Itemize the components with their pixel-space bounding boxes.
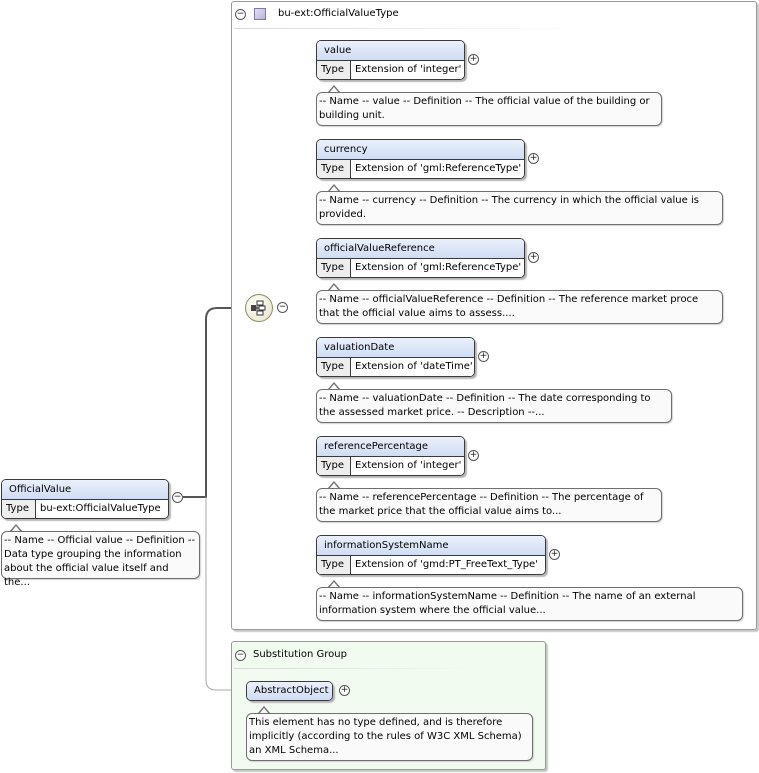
type-label: Type <box>317 457 351 475</box>
element-name: valuationDate <box>317 338 474 357</box>
element-name: informationSystemName <box>317 536 545 555</box>
type-label: Type <box>317 556 351 574</box>
title-rule <box>234 28 594 29</box>
root-element[interactable]: OfficialValue Type bu-ext:OfficialValueT… <box>1 479 169 519</box>
complex-type-title: bu-ext:OfficialValueType <box>278 8 399 19</box>
plus-circle-icon[interactable]: + <box>528 153 539 164</box>
complex-type-icon <box>254 8 266 20</box>
documentation-box: -- Name -- currency -- Definition -- The… <box>316 191 723 225</box>
type-label: Type <box>317 358 351 376</box>
type-label: Type <box>317 259 351 277</box>
type-value: Extension of 'integer' <box>355 64 462 75</box>
minus-circle-icon[interactable]: − <box>277 302 288 313</box>
element-name: value <box>317 41 464 60</box>
documentation-box: -- Name -- Official value -- Definition … <box>1 531 200 588</box>
documentation-box: -- Name -- referencePercentage -- Defini… <box>316 488 662 522</box>
type-value: Extension of 'dateTime' <box>355 361 473 372</box>
sequence-compositor-icon[interactable] <box>245 294 273 322</box>
type-label: Type <box>317 160 351 178</box>
type-value: Extension of 'gml:ReferenceType' <box>355 262 522 273</box>
documentation-box: -- Name -- value -- Definition -- The of… <box>316 92 662 126</box>
substitution-group-title: Substitution Group <box>253 649 347 660</box>
documentation-box: -- Name -- officialValueReference -- Def… <box>316 290 723 324</box>
substitution-connector <box>205 497 246 691</box>
type-label: Type <box>2 500 36 518</box>
minus-circle-icon[interactable]: − <box>235 650 246 661</box>
plus-circle-icon[interactable]: + <box>339 685 350 696</box>
type-value: bu-ext:OfficialValueType <box>40 503 161 514</box>
documentation-box: -- Name -- valuationDate -- Definition -… <box>316 389 672 423</box>
element-name: OfficialValue <box>2 480 168 499</box>
type-label: Type <box>317 61 351 79</box>
type-value: Extension of 'integer' <box>355 460 462 471</box>
title-rule <box>234 668 474 669</box>
type-value: Extension of 'gml:ReferenceType' <box>355 163 522 174</box>
plus-circle-icon[interactable]: + <box>549 549 560 560</box>
abstract-object-element[interactable]: AbstractObject <box>246 681 333 701</box>
plus-circle-icon[interactable]: + <box>468 54 479 65</box>
plus-circle-icon[interactable]: + <box>468 450 479 461</box>
element-name: AbstractObject <box>247 682 332 700</box>
element-name: officialValueReference <box>317 239 524 258</box>
documentation-box: This element has no type defined, and is… <box>246 713 533 761</box>
element-name: currency <box>317 140 524 159</box>
root-connector <box>183 307 245 498</box>
element-name: referencePercentage <box>317 437 464 456</box>
plus-circle-icon[interactable]: + <box>478 351 489 362</box>
type-value: Extension of 'gmd:PT_FreeText_Type' <box>355 559 538 570</box>
minus-circle-icon[interactable]: − <box>172 492 183 503</box>
minus-circle-icon[interactable]: − <box>235 9 246 20</box>
plus-circle-icon[interactable]: + <box>528 252 539 263</box>
documentation-box: -- Name -- informationSystemName -- Defi… <box>316 587 743 621</box>
